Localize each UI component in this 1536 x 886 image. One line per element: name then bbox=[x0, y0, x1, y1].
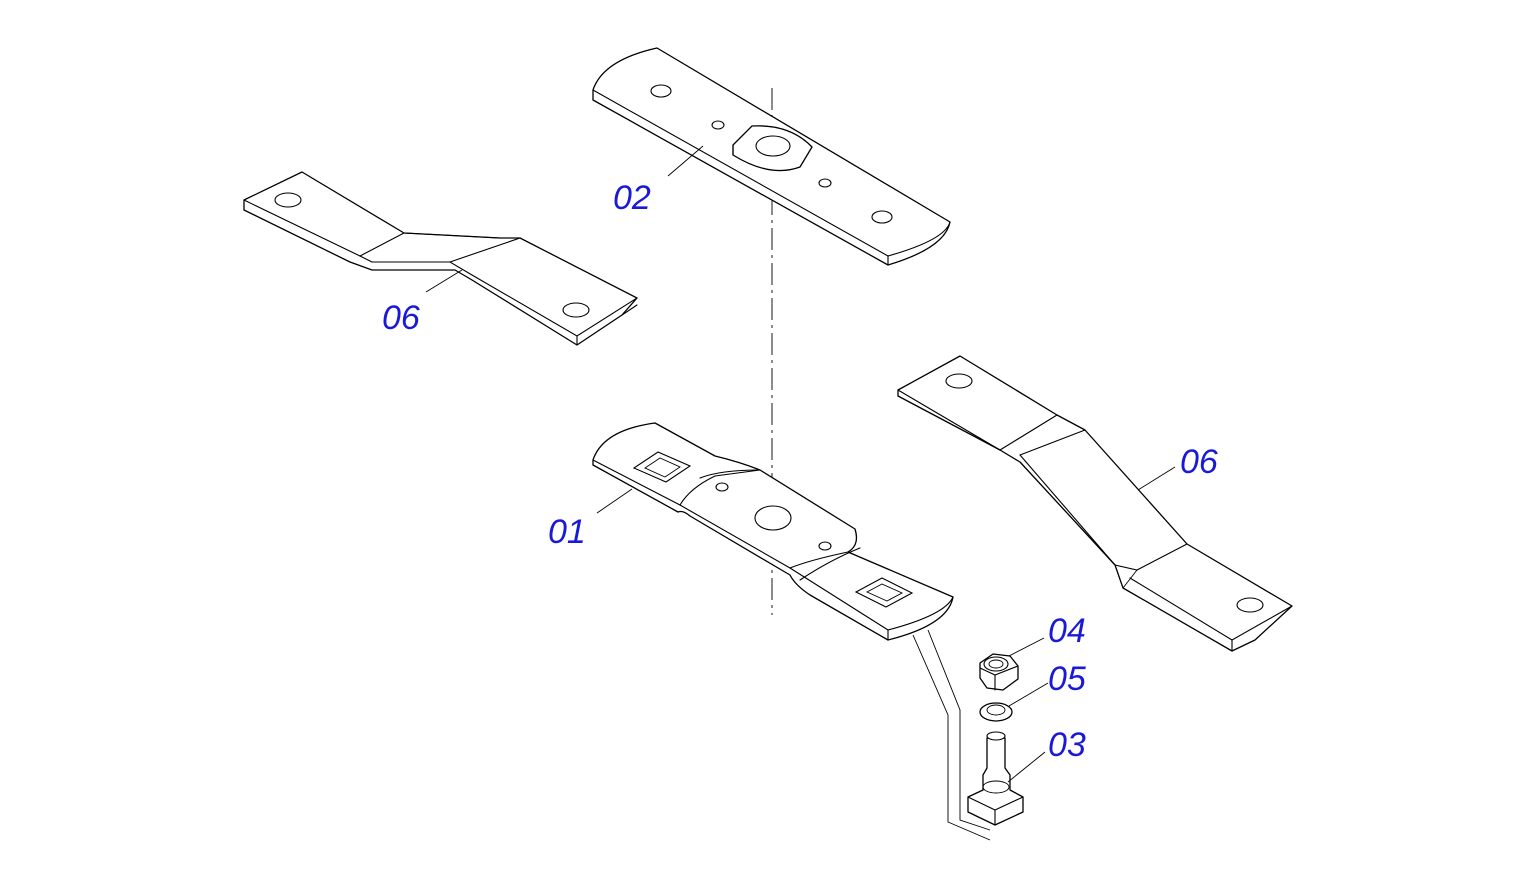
part-04-lock-nut bbox=[979, 653, 1019, 691]
part-05-washer bbox=[979, 702, 1013, 722]
part-06-blade-left bbox=[243, 171, 638, 346]
part-03-bolt bbox=[967, 731, 1024, 826]
leader-02 bbox=[667, 145, 704, 177]
callout-03: 03 bbox=[1048, 726, 1086, 764]
callout-06-left: 06 bbox=[382, 299, 420, 337]
part-01-blade-holder bbox=[592, 422, 954, 641]
bolt-assembly-guide bbox=[912, 634, 991, 841]
leader-06-right bbox=[1137, 466, 1176, 491]
callout-06-right: 06 bbox=[1180, 443, 1218, 481]
leader-01 bbox=[596, 488, 633, 514]
leader-03 bbox=[1007, 751, 1046, 783]
bolt-assembly-guide-2 bbox=[927, 629, 991, 831]
callout-04: 04 bbox=[1048, 612, 1086, 650]
part-06-blade-right bbox=[897, 355, 1293, 652]
leader-lines bbox=[425, 145, 1176, 841]
leader-04 bbox=[1008, 637, 1045, 657]
callout-05: 05 bbox=[1048, 660, 1086, 698]
part-02-top-plate bbox=[592, 47, 951, 266]
callout-02: 02 bbox=[613, 179, 651, 217]
leader-05 bbox=[1008, 682, 1049, 707]
callout-01: 01 bbox=[548, 513, 586, 551]
leader-06-left bbox=[425, 269, 463, 293]
